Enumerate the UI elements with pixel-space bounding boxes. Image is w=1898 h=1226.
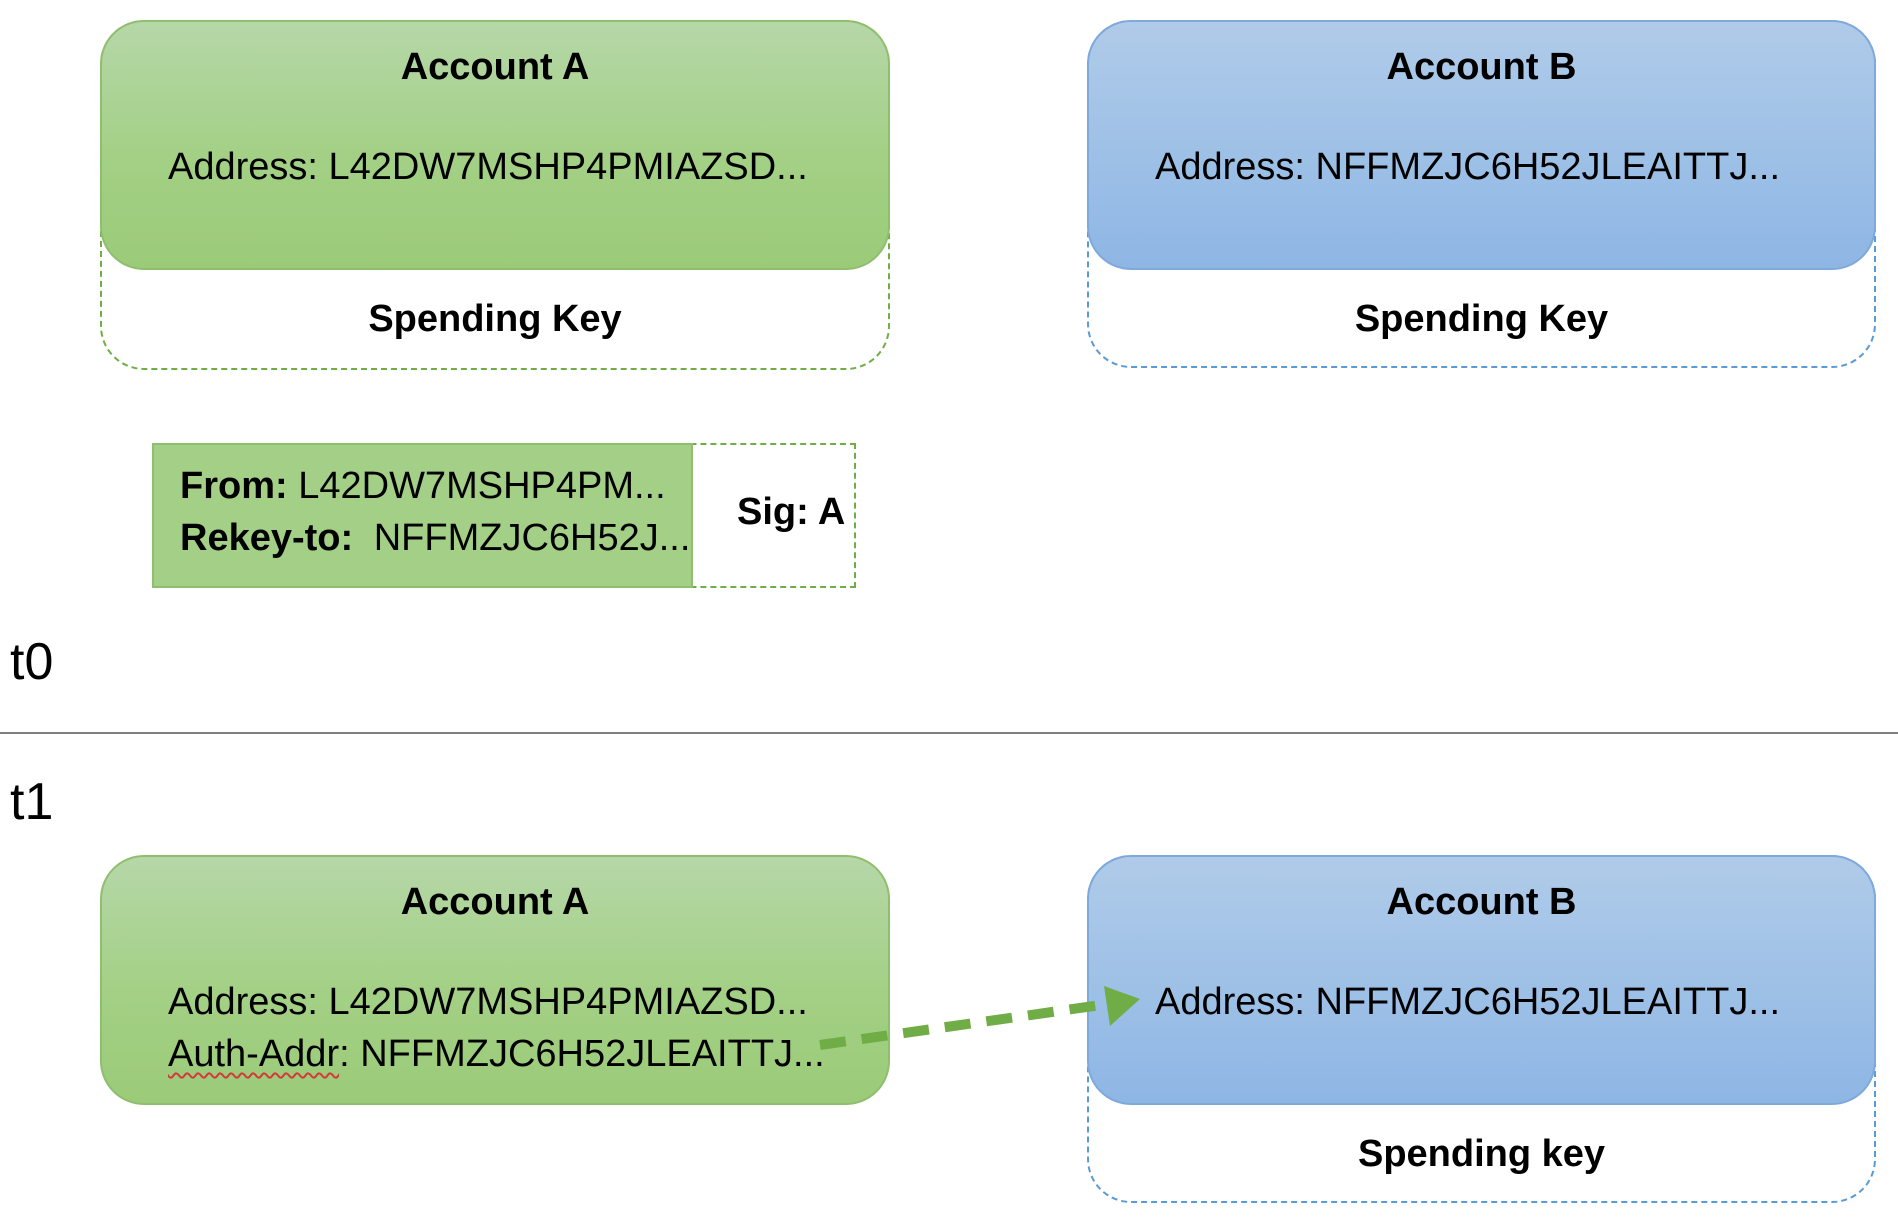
auth-addr-arrow-line xyxy=(819,999,1109,1050)
t0-transaction-body: From: L42DW7MSHP4PM... Rekey-to: NFFMZJC… xyxy=(152,443,693,588)
t1-account-a-address: Address: L42DW7MSHP4PMIAZSD... xyxy=(168,981,808,1023)
t1-account-b-title: Account B xyxy=(1386,881,1577,923)
t0-account-b-box: Account B Address: NFFMZJC6H52JLEAITTJ..… xyxy=(1087,20,1876,270)
t0-label: t0 xyxy=(10,633,54,691)
t0-sig-label: Sig: A xyxy=(737,491,846,533)
t0-from-line: From: L42DW7MSHP4PM... xyxy=(180,465,666,508)
t1-account-b-address: Address: NFFMZJC6H52JLEAITTJ... xyxy=(1155,981,1781,1023)
t0-account-a-address: Address: L42DW7MSHP4PMIAZSD... xyxy=(168,146,808,188)
t1-account-a-title: Account A xyxy=(400,881,590,923)
t0-rekey-line: Rekey-to: NFFMZJC6H52J... xyxy=(180,517,690,560)
t0-account-b-title: Account B xyxy=(1386,46,1577,88)
t0-account-b-spending-key: Spending Key xyxy=(1354,298,1609,340)
t0-from-value: L42DW7MSHP4PM... xyxy=(298,465,666,507)
t1-label: t1 xyxy=(10,773,54,831)
t1-account-a-auth-addr: Auth-Addr: NFFMZJC6H52JLEAITTJ... xyxy=(168,1033,825,1076)
t0-rekey-value: NFFMZJC6H52J... xyxy=(373,517,691,559)
t0-account-b-address: Address: NFFMZJC6H52JLEAITTJ... xyxy=(1155,146,1781,188)
t0-account-a-box: Account A Address: L42DW7MSHP4PMIAZSD... xyxy=(100,20,890,270)
auth-addr-arrow-head xyxy=(1104,986,1140,1026)
t1-auth-addr-value: : NFFMZJC6H52JLEAITTJ... xyxy=(339,1033,825,1075)
t1-auth-addr-label: Auth-Addr xyxy=(168,1033,340,1075)
t0-rekey-label: Rekey-to: xyxy=(180,517,354,559)
t1-account-b-box: Account B Address: NFFMZJC6H52JLEAITTJ..… xyxy=(1087,855,1876,1105)
timeline-divider xyxy=(0,732,1898,734)
t0-account-a-title: Account A xyxy=(400,46,590,88)
t1-account-b-spending-key: Spending key xyxy=(1357,1133,1606,1175)
t0-account-a-spending-key: Spending Key xyxy=(368,298,622,340)
t1-account-a-box: Account A Address: L42DW7MSHP4PMIAZSD...… xyxy=(100,855,890,1105)
t0-from-label: From: xyxy=(180,465,288,507)
